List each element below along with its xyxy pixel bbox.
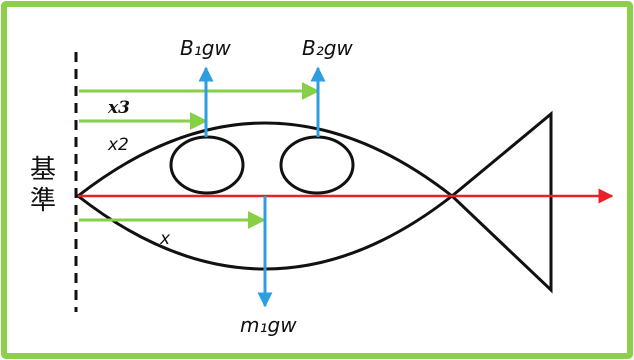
datum-label-char-2: 準: [30, 186, 56, 216]
buoyancy-label-2: B₂gw: [302, 36, 353, 60]
buoyancy-chamber-1: [169, 135, 245, 195]
weight-label: m₁gw: [240, 313, 297, 337]
distance-label-x: x: [159, 229, 171, 249]
buoyancy-label-1: B₁gw: [180, 36, 231, 60]
buoyancy-chamber-2: [279, 135, 355, 195]
fish-tail-outline: [449, 110, 553, 294]
distance-label-x3: x3: [107, 98, 130, 118]
distance-label-x2: x2: [107, 135, 129, 155]
datum-label-char-1: 基: [30, 155, 56, 185]
